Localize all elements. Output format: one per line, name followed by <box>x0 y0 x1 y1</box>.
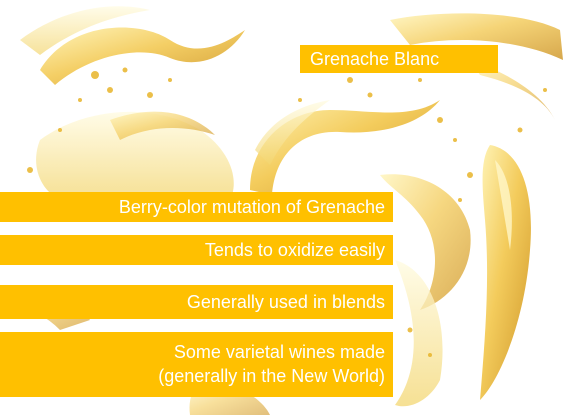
bullet-line: Some varietal wines made <box>173 342 385 362</box>
bullet-item: Generally used in blends <box>0 285 393 319</box>
bullet-item: Tends to oxidize easily <box>0 235 393 265</box>
bullet-item: Berry-color mutation of Grenache <box>0 192 393 222</box>
bullet-item-multiline: Some varietal wines made (generally in t… <box>0 332 393 397</box>
slide-title: Grenache Blanc <box>300 45 498 73</box>
bullet-line: (generally in the New World) <box>158 366 385 386</box>
